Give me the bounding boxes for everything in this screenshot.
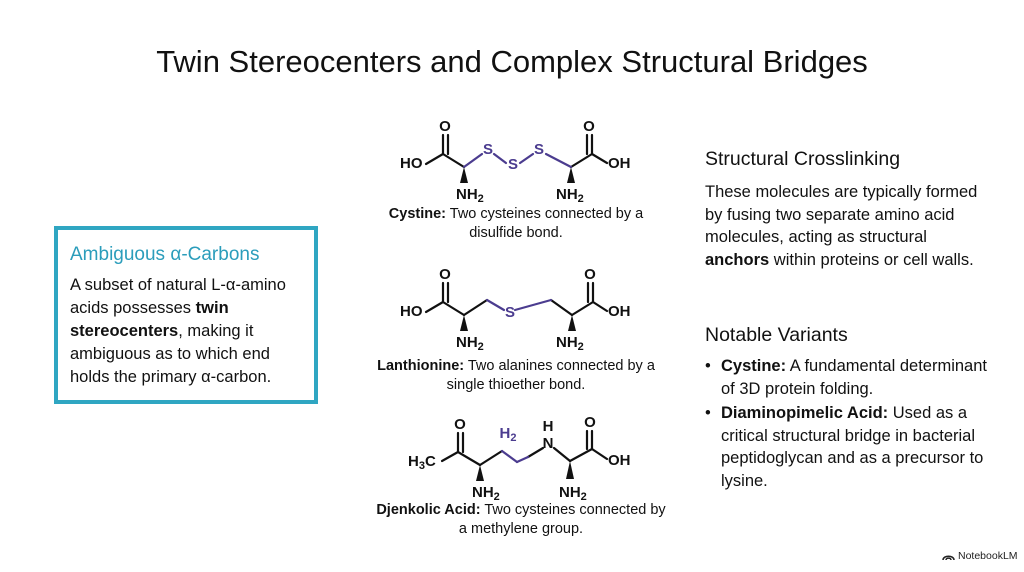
djenkolic-h2: H2 [500,425,517,444]
variant-text: Used as a critical structural bridge in … [721,404,984,490]
lanthionine-o-right: O [584,266,596,283]
lanthionine-oh: OH [608,303,631,320]
cystine-ho: HO [400,155,423,172]
cystine-nh2-left: NH2 [456,186,484,202]
lanthionine-caption: Lanthionine: Two alanines connected by a… [366,357,666,395]
cystine-oh: OH [608,155,631,172]
bullet-icon: • [705,404,711,422]
djenkolic-h: H [543,418,554,435]
crosslinking-text-after: within proteins or cell walls. [769,250,974,269]
crosslinking-heading: Structural Crosslinking [705,148,901,170]
lanthionine-nh2-right: NH2 [556,334,584,350]
box-body: A subset of natural L-α-amino acids poss… [70,274,310,389]
variants-heading: Notable Variants [705,324,848,346]
box-text-after: , making it ambiguous as to which end ho… [70,322,272,386]
notebook-icon [942,555,955,560]
brand-label: NotebookLM [958,550,1018,562]
crosslinking-text-before: These molecules are typically formed by … [705,183,978,246]
djenkolic-nh2-left: NH2 [472,484,500,500]
variant-name: Diaminopimelic Acid: [721,404,889,422]
lanthionine-nh2-left: NH2 [456,334,484,350]
cystine-svg: O HO S S S O OH NH2 NH2 [400,118,631,202]
lanthionine-caption-name: Lanthionine: [377,358,465,374]
cystine-o-right: O [583,118,595,135]
bullet-icon: • [705,357,711,375]
lanthionine-ho: HO [400,303,423,320]
djenkolic-n: N [543,435,554,452]
djenkolic-oh: OH [608,452,631,469]
crosslinking-body: These molecules are typically formed by … [705,181,995,271]
lanthionine-svg: O HO S O OH NH2 NH2 [400,266,631,350]
brand-logo: NotebookLM [942,550,1018,562]
djenkolic-o-right: O [584,414,596,431]
djenkolic-o-left: O [454,416,466,433]
crosslinking-section: Structural Crosslinking These molecules … [705,148,995,271]
djenkolic-svg: O H3C H2 H N O OH NH2 NH2 [408,414,631,500]
djenkolic-structure: O H3C H2 H N O OH NH2 NH2 [406,408,646,500]
cystine-s1: S [483,141,493,158]
lanthionine-structure: O HO S O OH NH2 NH2 [396,258,636,350]
crosslinking-text-bold: anchors [705,250,770,269]
page-title: Twin Stereocenters and Complex Structura… [156,44,868,79]
box-text-before: A subset of natural L-α-amino acids poss… [70,276,286,317]
cystine-s3: S [534,141,544,158]
variant-item: • Cystine: A fundamental determinant of 3… [705,355,995,400]
box-heading: Ambiguous α-Carbons [70,244,260,265]
lanthionine-caption-text: Two alanines connected by a single thioe… [446,358,655,393]
variant-name: Cystine: [721,357,787,375]
cystine-nh2-right: NH2 [556,186,584,202]
variant-text: A fundamental determinant of 3D protein … [721,357,987,398]
variant-item: • Diaminopimelic Acid: Used as a critical… [705,402,995,492]
box-text-bold: twin stereocenters [70,299,229,340]
djenkolic-caption-name: Djenkolic Acid: [376,502,481,518]
djenkolic-caption: Djenkolic Acid: Two cysteines connected … [376,501,666,539]
cystine-caption-name: Cystine: [388,206,446,222]
cystine-caption-text: Two cysteines connected by a disulfide b… [446,206,644,241]
lanthionine-s: S [505,304,515,321]
cystine-s2: S [508,156,518,173]
variants-section: Notable Variants • Cystine: A fundamental… [705,324,995,494]
cystine-caption: Cystine: Two cysteines connected by a di… [376,205,656,243]
ambiguous-carbons-box: Ambiguous α-Carbons A subset of natural … [54,226,318,404]
cystine-structure: O HO S S S O OH NH2 NH2 [396,110,636,202]
cystine-o-left: O [439,118,451,135]
djenkolic-caption-text: Two cysteines connected by a methylene g… [458,502,666,537]
djenkolic-h3c: H3C [408,453,436,472]
djenkolic-nh2-right: NH2 [559,484,587,500]
lanthionine-o-left: O [439,266,451,283]
